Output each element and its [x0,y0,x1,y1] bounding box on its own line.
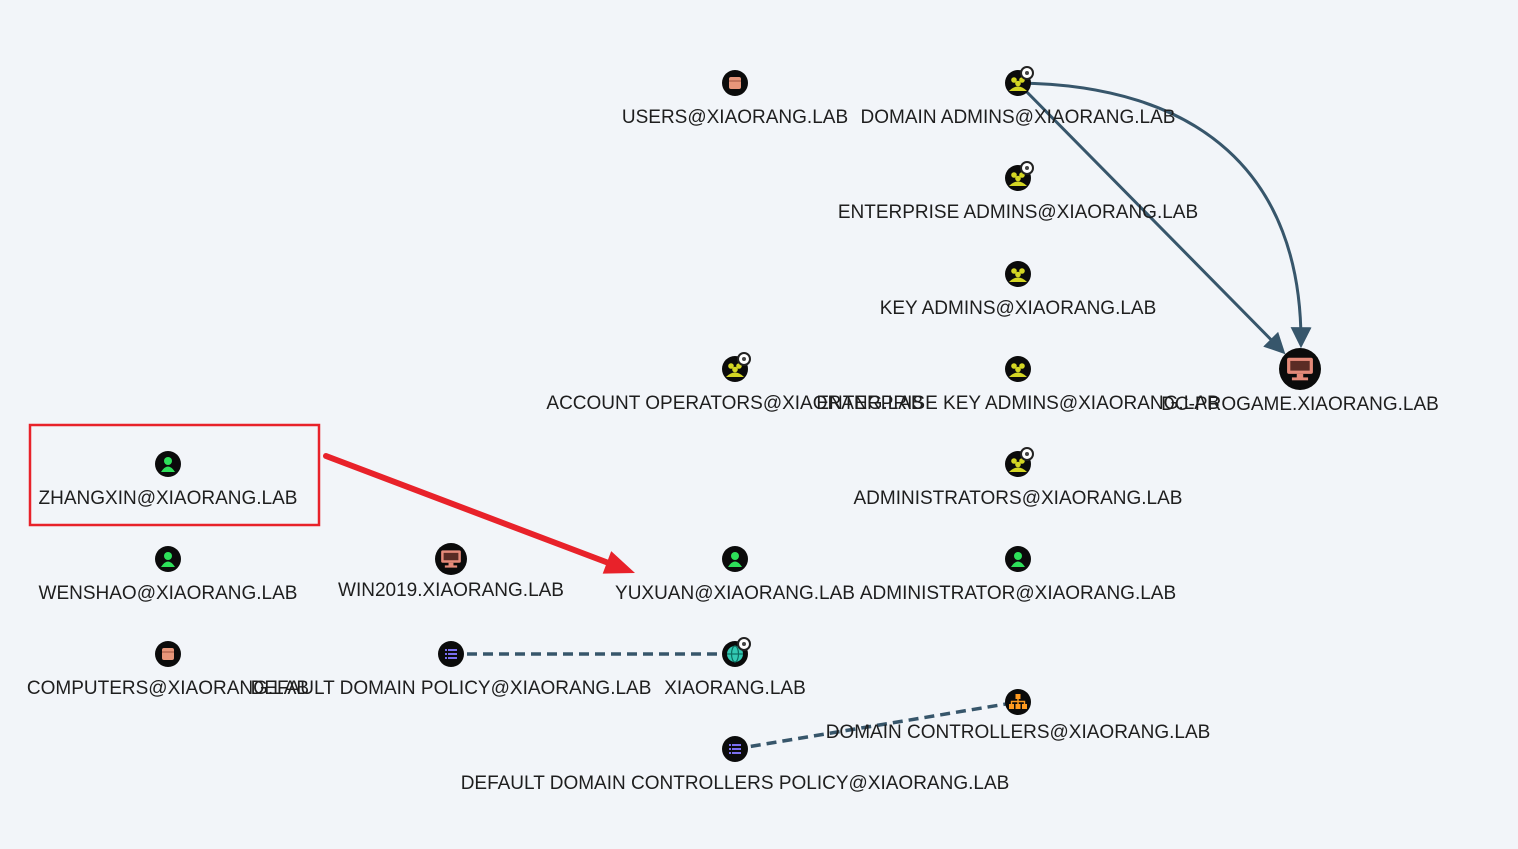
edge-zhangxin-win2019[interactable] [167,461,451,560]
node-label-dc: DC-PROGAME.XIAORANG.LAB [1161,394,1439,415]
edge-dcou-dc[interactable] [1015,369,1300,705]
node-label-entkeyadmins: ENTERPRISE KEY ADMINS@XIAORANG.LAB [816,393,1219,414]
node-label-ddcp: DEFAULT DOMAIN CONTROLLERS POLICY@XIAORA… [461,773,1010,794]
container-icon [729,77,741,89]
group-icon [726,363,744,377]
owned-badge-icon [1020,447,1034,461]
labels-layer: USERS@XIAORANG.LAB DOMAIN ADMINS@XIAORANG… [27,107,1439,794]
node-label-dcou: DOMAIN CONTROLLERS@XIAORANG.LAB [826,722,1211,743]
edge-domadmins-dc-curve[interactable] [1017,81,1312,349]
node-label-ddp: DEFAULT DOMAIN POLICY@XIAORANG.LAB [251,678,652,699]
edge-wenshao-win2019[interactable] [168,556,451,563]
node-label-domadmins: DOMAIN ADMINS@XIAORANG.LAB [861,107,1176,128]
node-label-entadmins: ENTERPRISE ADMINS@XIAORANG.LAB [838,202,1198,223]
owned-badge-icon [737,637,751,651]
node-label-yuxuan: YUXUAN@XIAORANG.LAB [615,583,855,604]
group-icon [1009,363,1027,377]
node-label-administrator: ADMINISTRATOR@XIAORANG.LAB [860,583,1176,604]
gpo-icon [445,649,457,659]
owned-badge-icon [737,352,751,366]
edge-acctops-entkeyadmins[interactable] [735,366,1018,373]
group-icon [1009,268,1027,282]
edge-keyadmins-dc[interactable] [1017,271,1300,370]
edge-computers-win2019[interactable] [167,559,451,658]
user-icon [161,552,175,567]
computer-icon [1287,357,1313,381]
owned-badge-icon [1020,66,1034,80]
node-admins[interactable] [1005,447,1034,477]
gpo-icon [729,744,741,754]
owned-badge-icon [1020,161,1034,175]
node-label-admins: ADMINISTRATORS@XIAORANG.LAB [854,488,1183,509]
user-icon [728,552,742,567]
node-domain[interactable] [722,637,751,667]
user-icon [1011,552,1025,567]
edge-domadmins-dc[interactable] [1016,81,1286,355]
edge-entkeyadmins-dc[interactable] [1018,366,1300,373]
edge-users-domadmins[interactable] [735,80,1018,87]
node-keyadmins[interactable] [1005,261,1031,287]
node-domadmins[interactable] [1005,66,1034,96]
node-entadmins[interactable] [1005,161,1034,191]
annotation-arrow [323,453,635,574]
ou-icon [1009,694,1027,709]
node-dc[interactable] [1279,348,1321,390]
node-label-win2019: WIN2019.XIAORANG.LAB [338,580,564,601]
computer-icon [441,550,461,568]
group-icon [1009,77,1027,91]
node-ddp[interactable] [438,641,464,667]
user-icon [161,457,175,472]
annotation-layer [28,423,635,574]
node-yuxuan[interactable] [722,546,748,572]
edge-yuxuan-administrator[interactable] [735,556,1018,563]
node-label-domain: XIAORANG.LAB [664,678,806,699]
nodes-layer [155,66,1321,762]
highlight-box [28,423,321,527]
edges-layer [167,80,1312,751]
node-acctops[interactable] [722,352,751,382]
edge-admins-dc[interactable] [1017,369,1300,468]
domain-icon [727,645,743,663]
node-administrator[interactable] [1005,546,1031,572]
node-zhangxin[interactable] [155,451,181,477]
container-icon [162,648,174,660]
node-label-computers: COMPUTERS@XIAORANG.LAB [27,678,309,699]
node-label-acctops: ACCOUNT OPERATORS@XIAORANG.LAB [546,393,923,414]
node-users[interactable] [722,70,748,96]
node-dcou[interactable] [1005,689,1031,715]
node-label-users: USERS@XIAORANG.LAB [622,107,848,128]
node-label-keyadmins: KEY ADMINS@XIAORANG.LAB [880,298,1157,319]
node-win2019[interactable] [435,543,467,575]
node-label-zhangxin: ZHANGXIN@XIAORANG.LAB [39,488,298,509]
node-entkeyadmins[interactable] [1005,356,1031,382]
node-computers[interactable] [155,641,181,667]
node-ddcp[interactable] [722,736,748,762]
node-label-wenshao: WENSHAO@XIAORANG.LAB [39,583,298,604]
node-wenshao[interactable] [155,546,181,572]
